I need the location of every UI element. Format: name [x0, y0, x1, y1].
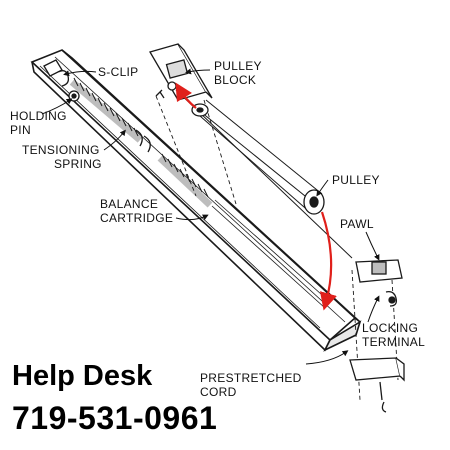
- leader-pulley: [316, 179, 329, 197]
- cartridge-cords: [211, 199, 331, 309]
- pawl-terminal-part: [355, 259, 403, 307]
- leader-pawl: [365, 231, 380, 261]
- label-locking-terminal-1: LOCKING: [362, 321, 418, 335]
- balance-cartridge-channel: [30, 49, 362, 352]
- leader-lines: [41, 68, 380, 365]
- tensioning-spring: [69, 77, 213, 208]
- label-pulley: PULLEY: [332, 173, 380, 187]
- leader-prestretched-cord: [305, 350, 349, 365]
- help-desk-phone: 719-531-0961: [12, 400, 218, 436]
- leader-s-clip: [63, 70, 97, 77]
- pulley-wheel: [303, 189, 325, 215]
- break-marks: [135, 129, 151, 153]
- leader-pulley-block: [185, 68, 211, 75]
- label-tensioning-spring-2: SPRING: [54, 157, 102, 171]
- label-pawl: PAWL: [340, 217, 374, 231]
- pulley-cords: [175, 89, 353, 259]
- label-prestretched-cord-2: CORD: [200, 385, 237, 399]
- label-balance-cartridge-2: CARTRIDGE: [100, 211, 173, 225]
- red-arrow-up: [175, 82, 197, 109]
- holding-pin-part: [68, 90, 80, 102]
- help-desk-title: Help Desk: [12, 360, 153, 392]
- label-pulley-block-1: PULLEY: [214, 59, 262, 73]
- label-locking-terminal-2: TERMINAL: [362, 335, 425, 349]
- label-s-clip: S-CLIP: [98, 65, 138, 79]
- label-prestretched-cord-1: PRESTRETCHED: [200, 371, 302, 385]
- label-holding-pin-1: HOLDING: [10, 109, 67, 123]
- red-arrow-down: [319, 211, 337, 311]
- leader-holding-pin: [41, 98, 73, 115]
- label-holding-pin-2: PIN: [10, 123, 31, 137]
- leader-balance-cartridge: [175, 214, 209, 221]
- label-tensioning-spring-1: TENSIONING: [22, 143, 100, 157]
- label-pulley-block-2: BLOCK: [214, 73, 256, 87]
- leader-locking-terminal: [367, 295, 380, 323]
- label-balance-cartridge-1: BALANCE: [100, 197, 158, 211]
- bottom-terminal-part: [349, 357, 405, 413]
- leader-tensioning-spring: [103, 129, 126, 151]
